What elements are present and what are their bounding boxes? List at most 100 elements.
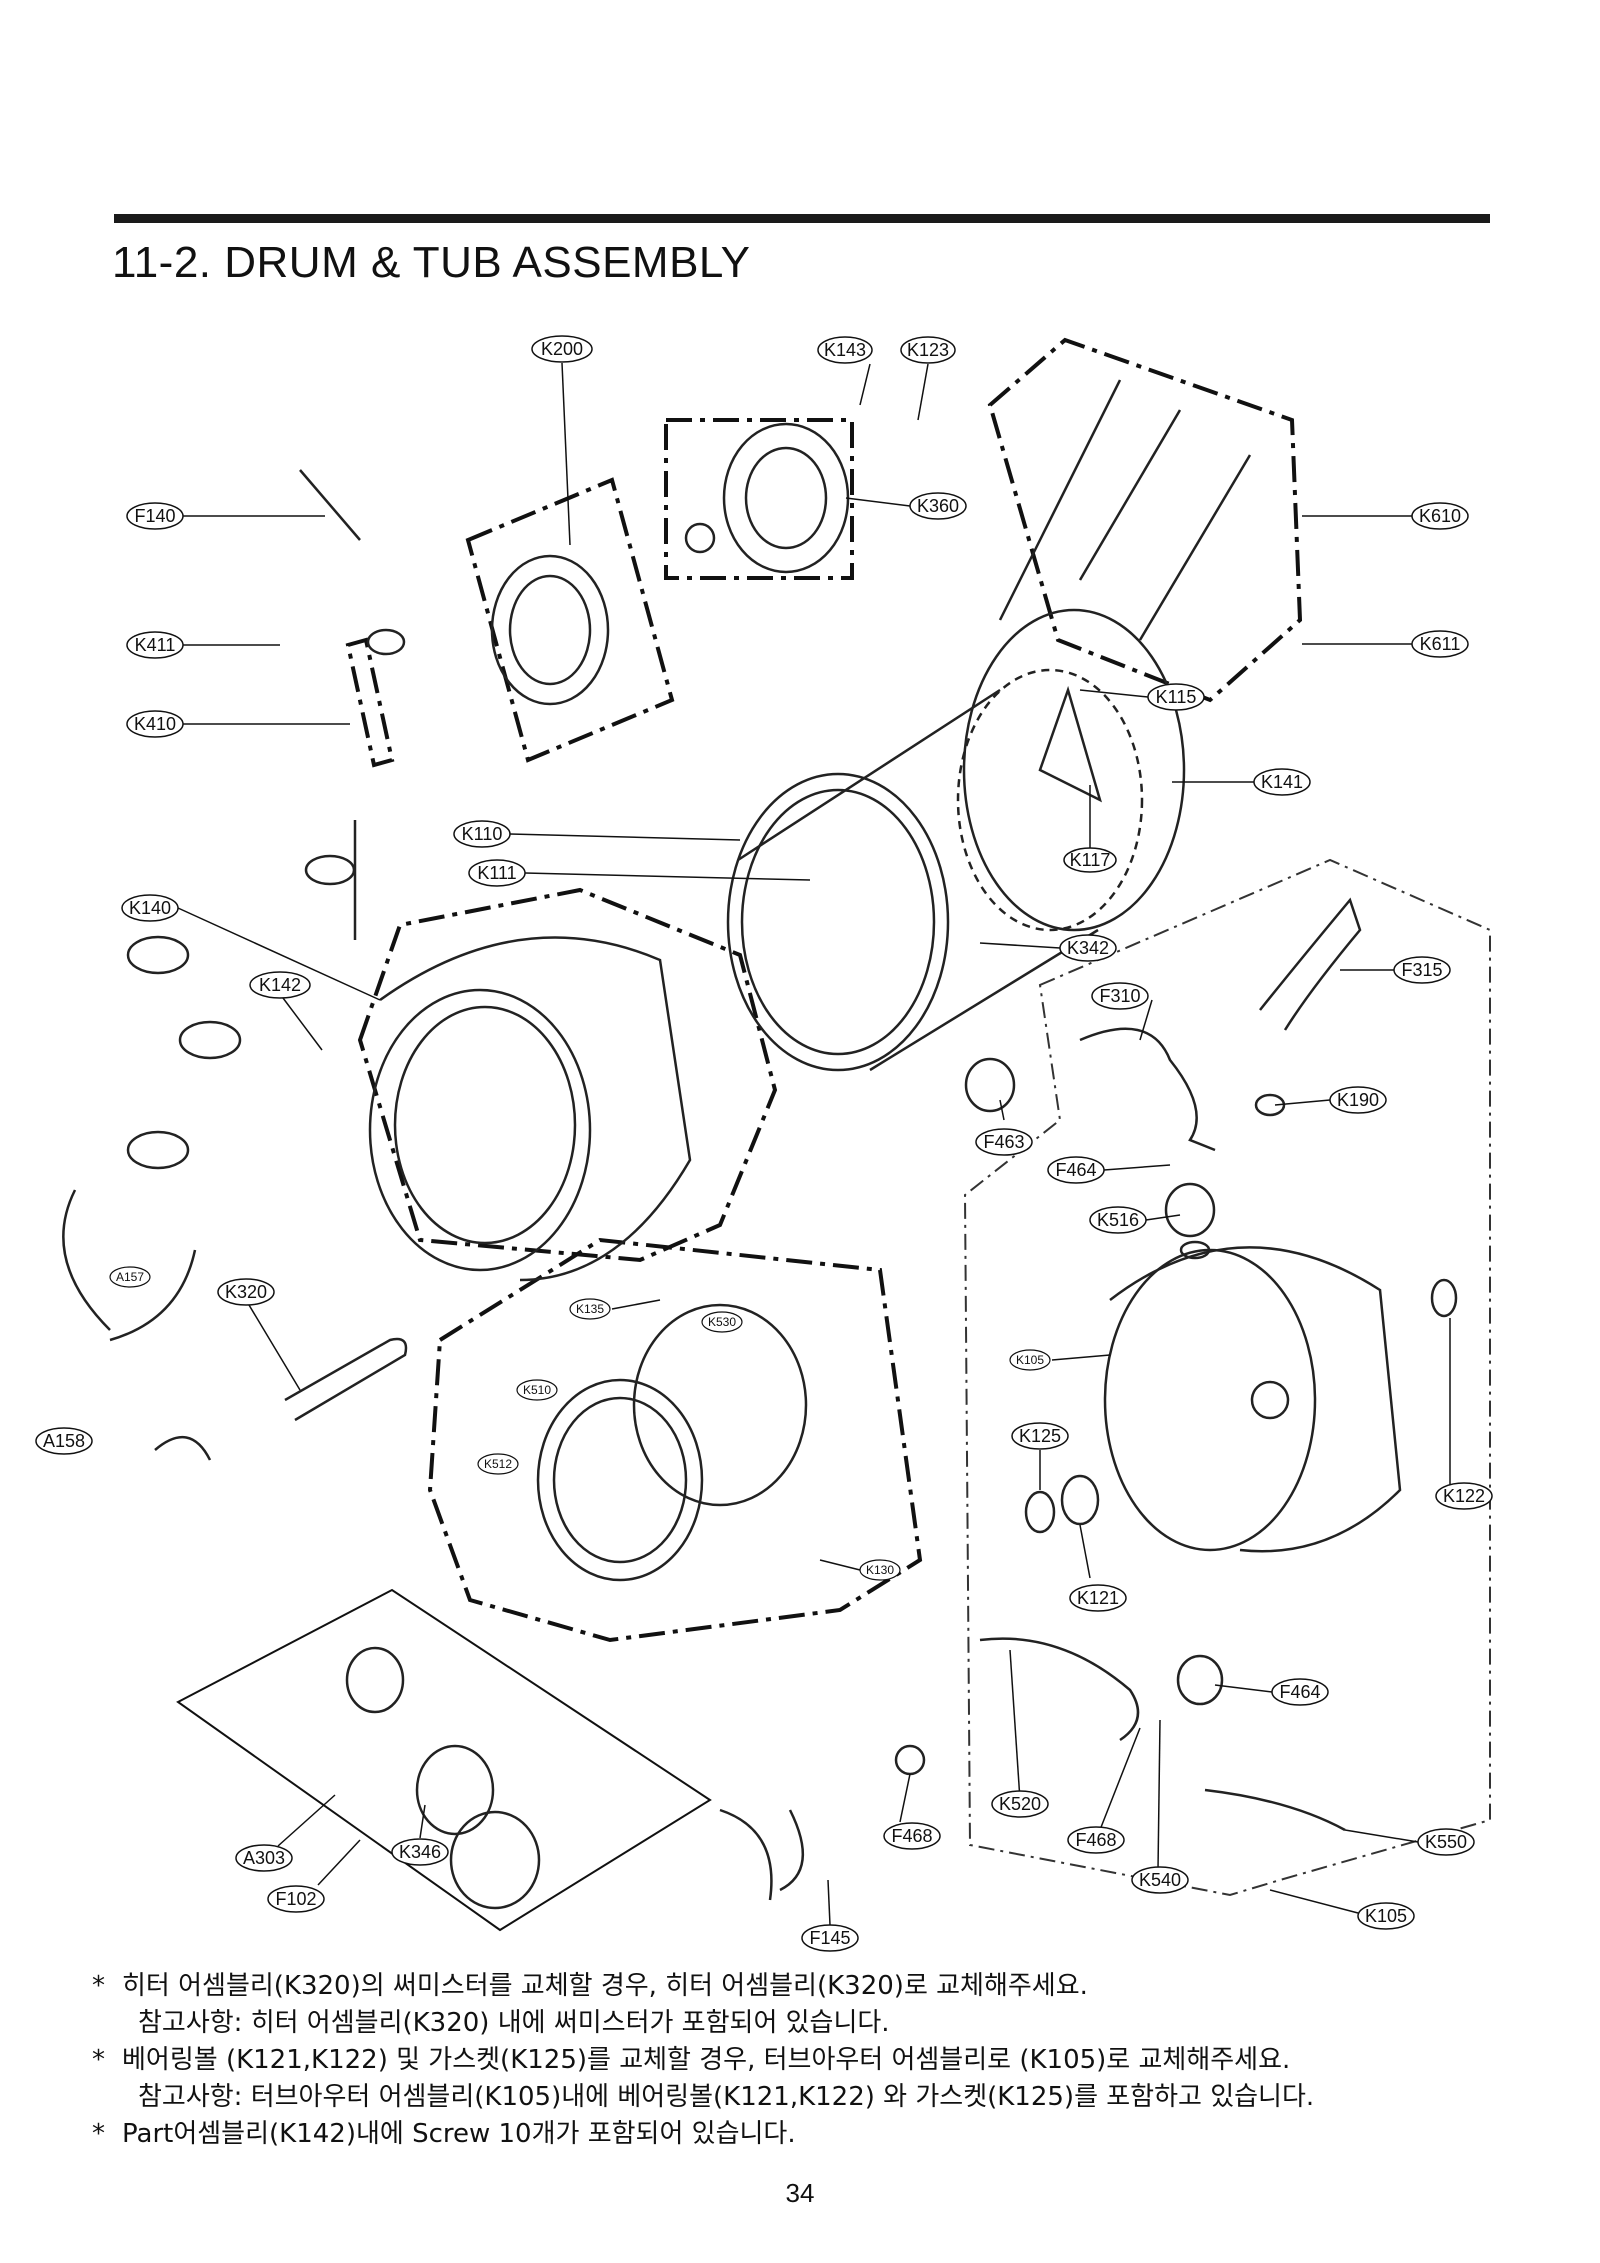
callout-f464-upper: F464 — [1047, 1156, 1105, 1184]
pump-group-box — [176, 1588, 712, 1932]
callout-f468-left: F468 — [883, 1822, 941, 1850]
svg-text:K143: K143 — [824, 340, 866, 360]
callout-k510: K510 — [516, 1379, 558, 1401]
svg-text:K142: K142 — [259, 975, 301, 995]
svg-text:F468: F468 — [891, 1826, 932, 1846]
svg-text:K105: K105 — [1365, 1906, 1407, 1926]
callout-f140: F140 — [126, 502, 184, 530]
svg-text:K516: K516 — [1097, 1210, 1139, 1230]
callout-k123: K123 — [900, 336, 956, 364]
svg-text:K135: K135 — [576, 1302, 604, 1316]
svg-text:F102: F102 — [275, 1889, 316, 1909]
callout-a157: A157 — [109, 1266, 151, 1288]
callout-k346: K346 — [391, 1838, 449, 1866]
callouts: K200 K143 K123 F140 K360 K610 K411 K611 … — [35, 335, 1493, 1952]
callout-k320: K320 — [217, 1278, 275, 1306]
callout-k610: K610 — [1411, 502, 1469, 530]
svg-text:F463: F463 — [983, 1132, 1024, 1152]
svg-text:K110: K110 — [462, 824, 503, 844]
callout-k516: K516 — [1089, 1206, 1147, 1234]
svg-text:K140: K140 — [129, 898, 171, 918]
svg-text:K115: K115 — [1156, 687, 1197, 707]
svg-text:K360: K360 — [917, 496, 959, 516]
callout-k135: K135 — [569, 1298, 611, 1320]
svg-text:K611: K611 — [1420, 634, 1461, 654]
svg-text:K122: K122 — [1443, 1486, 1485, 1506]
assembly-group-outlines — [345, 337, 1303, 1643]
callout-k550: K550 — [1417, 1828, 1475, 1856]
svg-text:K520: K520 — [999, 1794, 1041, 1814]
svg-text:K512: K512 — [484, 1457, 512, 1471]
callout-k190: K190 — [1329, 1086, 1387, 1114]
callout-k360: K360 — [909, 492, 967, 520]
callout-k342: K342 — [1059, 934, 1117, 962]
svg-text:K540: K540 — [1139, 1870, 1181, 1890]
callout-k410: K410 — [126, 710, 184, 738]
callout-f464-lower: F464 — [1271, 1678, 1329, 1706]
svg-text:K320: K320 — [225, 1282, 267, 1302]
callout-a158: A158 — [35, 1427, 93, 1455]
rear-tub-region — [963, 858, 1491, 1897]
callout-k105-lower: K105 — [1357, 1902, 1415, 1930]
callout-f145: F145 — [801, 1924, 859, 1952]
note-line: *Part어셈블리(K142)내에 Screw 10개가 포함되어 있습니다. — [92, 2119, 796, 2149]
svg-text:A158: A158 — [43, 1431, 85, 1451]
door-gasket-ring — [536, 1378, 704, 1582]
callout-k143: K143 — [817, 336, 873, 364]
svg-text:K105: K105 — [1016, 1353, 1044, 1367]
callout-k540: K540 — [1131, 1866, 1189, 1894]
page-title: 11-2. DRUM & TUB ASSEMBLY — [112, 238, 751, 287]
callout-f463: F463 — [975, 1128, 1033, 1156]
svg-text:F464: F464 — [1055, 1160, 1096, 1180]
note-line: *히터 어셈블리(K320)의 써미스터를 교체할 경우, 히터 어셈블리(K3… — [92, 1971, 1088, 2001]
svg-text:F140: F140 — [134, 506, 175, 526]
svg-text:F145: F145 — [809, 1928, 850, 1948]
header-rule — [114, 214, 1490, 223]
drum-front-rim — [726, 772, 950, 1072]
callout-f468-right: F468 — [1067, 1826, 1125, 1854]
svg-text:K125: K125 — [1019, 1426, 1061, 1446]
svg-text:K411: K411 — [135, 635, 176, 655]
svg-text:F464: F464 — [1279, 1682, 1320, 1702]
svg-text:K530: K530 — [708, 1315, 736, 1329]
svg-text:K510: K510 — [523, 1383, 551, 1397]
svg-text:K111: K111 — [477, 863, 516, 883]
svg-text:K141: K141 — [1261, 772, 1303, 792]
callout-k110: K110 — [453, 820, 511, 848]
rear-tub-rim — [1103, 1248, 1317, 1552]
svg-text:K117: K117 — [1070, 850, 1111, 870]
svg-text:A303: A303 — [243, 1848, 285, 1868]
svg-text:K610: K610 — [1419, 506, 1461, 526]
tub-back-ring — [962, 608, 1186, 932]
callout-k142: K142 — [249, 971, 311, 999]
notes-section: *히터 어셈블리(K320)의 써미스터를 교체할 경우, 히터 어셈블리(K3… — [92, 1968, 1512, 2153]
callout-f315: F315 — [1393, 956, 1451, 984]
callout-k520: K520 — [991, 1790, 1049, 1818]
svg-text:K190: K190 — [1337, 1090, 1379, 1110]
callout-k411: K411 — [126, 631, 184, 659]
svg-text:K550: K550 — [1425, 1832, 1467, 1852]
svg-text:F468: F468 — [1075, 1830, 1116, 1850]
callout-k130: K130 — [859, 1559, 901, 1581]
svg-text:K130: K130 — [866, 1563, 894, 1577]
callout-a303: A303 — [235, 1844, 293, 1872]
callout-k117: K117 — [1063, 847, 1117, 873]
callout-k125: K125 — [1011, 1422, 1069, 1450]
callout-k111: K111 — [468, 859, 526, 887]
callout-k530: K530 — [701, 1311, 743, 1333]
note-line: 참고사항: 히터 어셈블리(K320) 내에 써미스터가 포함되어 있습니다. — [138, 2008, 890, 2038]
page-number: 34 — [785, 2178, 815, 2208]
svg-text:A157: A157 — [116, 1270, 144, 1284]
callout-k141: K141 — [1253, 768, 1311, 796]
callout-k115: K115 — [1147, 683, 1205, 711]
callout-k611: K611 — [1411, 630, 1469, 658]
callout-k140: K140 — [121, 894, 179, 922]
callout-f310: F310 — [1091, 982, 1149, 1010]
parts-artwork — [62, 379, 1458, 1910]
svg-text:K200: K200 — [541, 339, 583, 359]
callout-k122: K122 — [1435, 1482, 1493, 1510]
leader-lines — [177, 362, 1451, 1926]
svg-text:K121: K121 — [1077, 1588, 1119, 1608]
svg-text:K410: K410 — [134, 714, 176, 734]
